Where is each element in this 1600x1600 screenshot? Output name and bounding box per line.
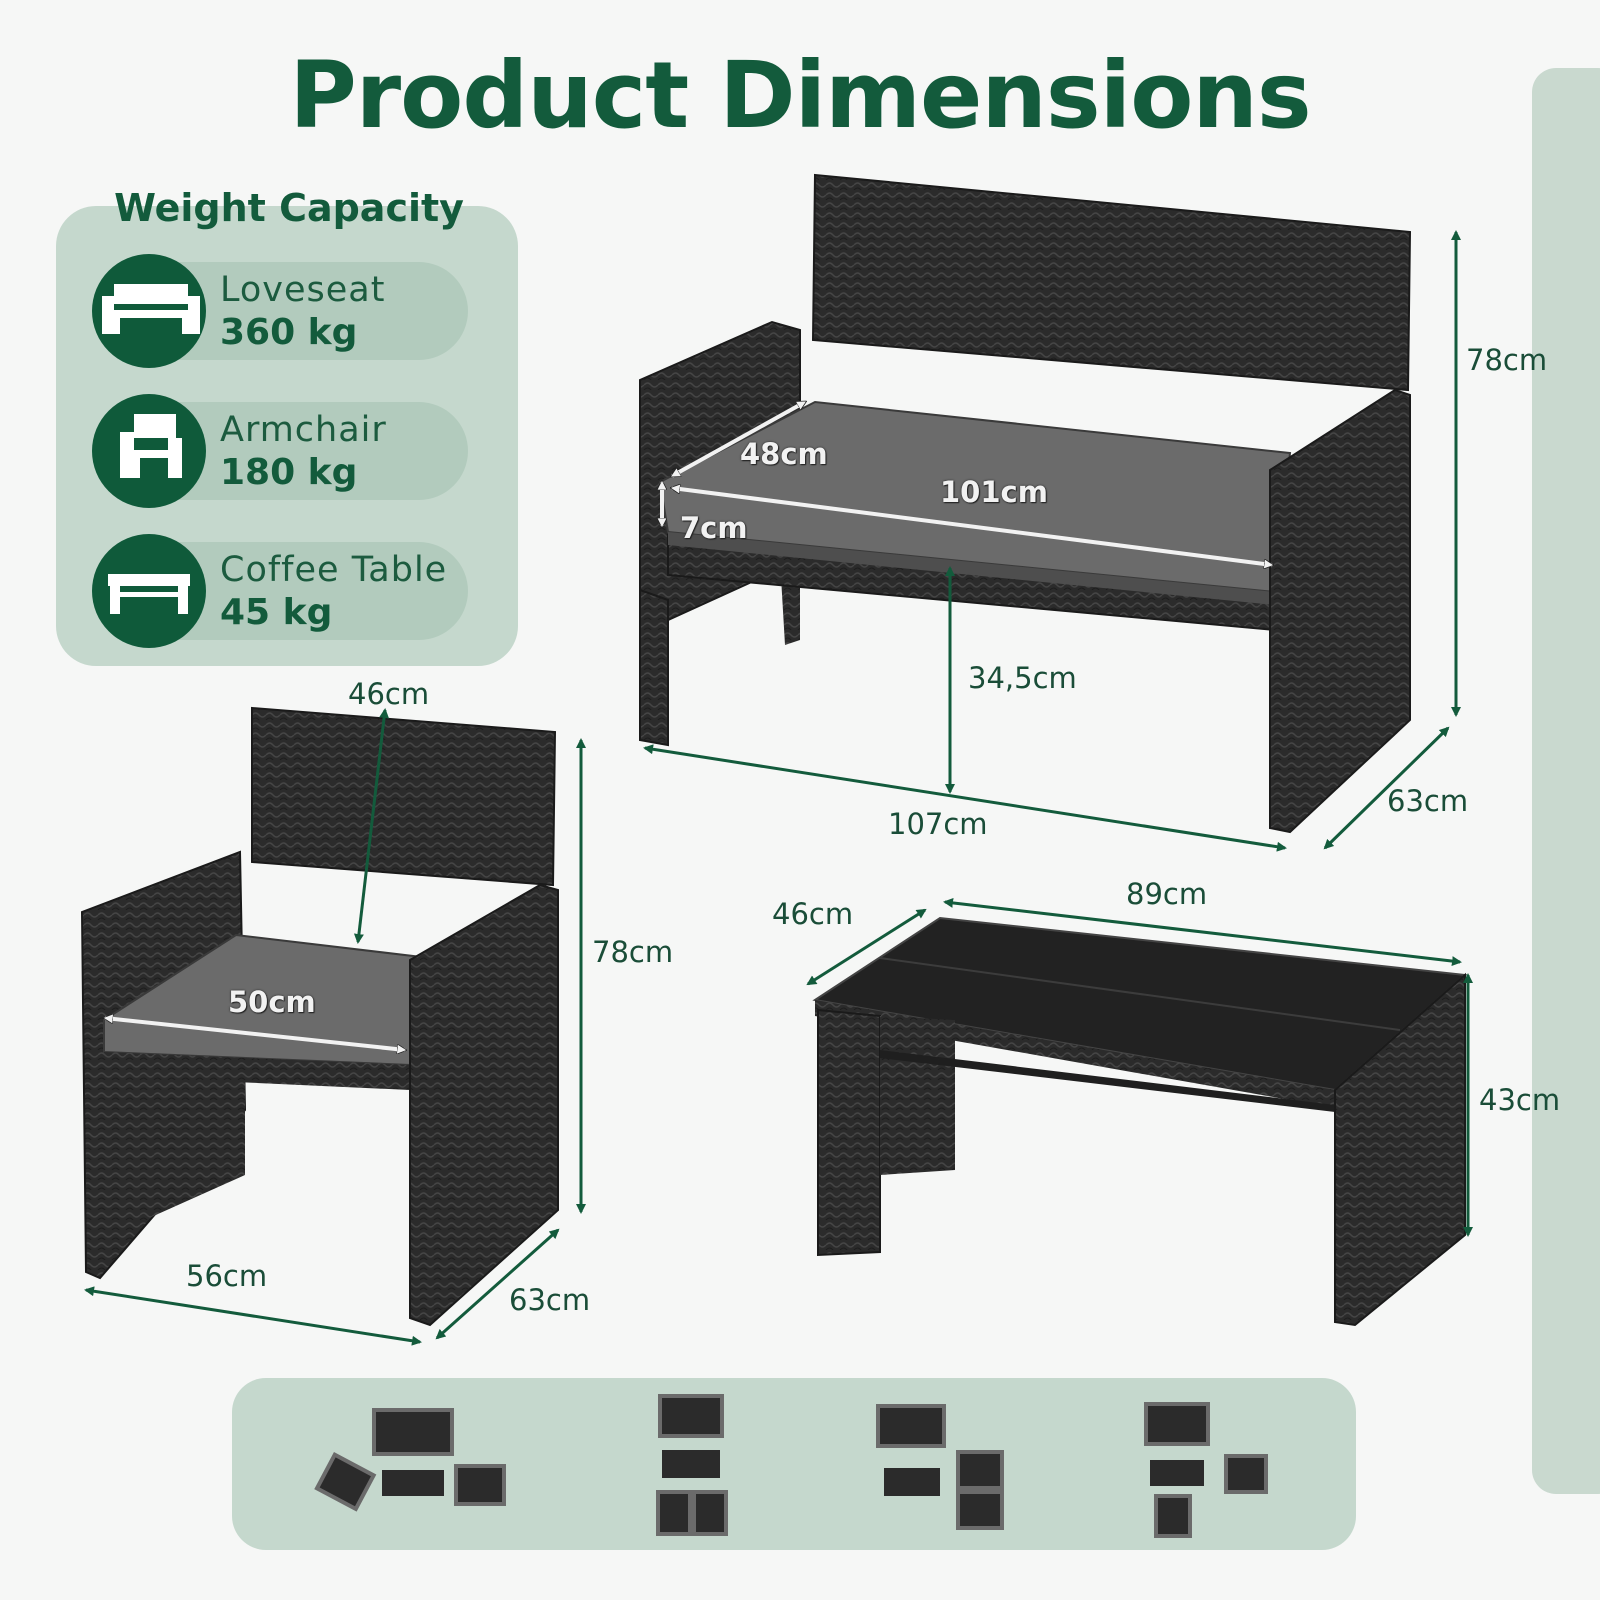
loveseat-seat-width-label: 101cm: [940, 475, 1048, 509]
layout-options-bar: [232, 1378, 1356, 1550]
armchair-depth-label: 63cm: [509, 1283, 591, 1317]
loveseat-height-label: 78cm: [1466, 343, 1548, 377]
page-title: Product Dimensions: [289, 42, 1311, 149]
loveseat-icon: [92, 254, 206, 368]
weight-capacity-item-value: 45 kg: [220, 592, 333, 633]
coffee-table-depth-label: 46cm: [772, 897, 854, 931]
layout-2-icon: [656, 1394, 728, 1536]
loveseat-cushion-thickness-label: 7cm: [680, 511, 748, 545]
loveseat-depth-label: 63cm: [1387, 784, 1469, 818]
coffee-table-width-label: 89cm: [1126, 877, 1208, 911]
coffee-table-illustration: [812, 916, 1468, 1327]
layout-3-icon: [876, 1404, 1004, 1530]
weight-capacity-coffee-table: Coffee Table 45 kg: [92, 534, 468, 648]
loveseat-seat-depth-label: 48cm: [740, 437, 828, 471]
weight-capacity-item-name: Coffee Table: [220, 550, 448, 590]
weight-capacity-heading: Weight Capacity: [114, 186, 464, 230]
armchair-backrest-height-label: 46cm: [348, 677, 430, 711]
weight-capacity-loveseat: Loveseat 360 kg: [92, 254, 468, 368]
weight-capacity-item-name: Loveseat: [220, 270, 386, 310]
weight-capacity-item-value: 180 kg: [220, 452, 358, 493]
coffee-table-icon: [92, 534, 206, 648]
armchair-seat-width-label: 50cm: [228, 985, 316, 1019]
armchair-icon: [92, 394, 206, 508]
loveseat-width-label: 107cm: [888, 807, 988, 841]
armchair-illustration: [80, 706, 559, 1327]
layout-1-icon: [314, 1408, 506, 1512]
coffee-table-height-label: 43cm: [1479, 1083, 1561, 1117]
weight-capacity-armchair: Armchair 180 kg: [92, 394, 468, 508]
side-decorative-strip: [1532, 68, 1600, 1494]
weight-capacity-item-value: 360 kg: [220, 312, 358, 353]
loveseat-seat-height-label: 34,5cm: [968, 661, 1077, 695]
armchair-width-label: 56cm: [186, 1259, 268, 1293]
layout-4-icon: [1144, 1402, 1268, 1538]
armchair-height-label: 78cm: [592, 935, 674, 969]
weight-capacity-item-name: Armchair: [220, 410, 387, 450]
